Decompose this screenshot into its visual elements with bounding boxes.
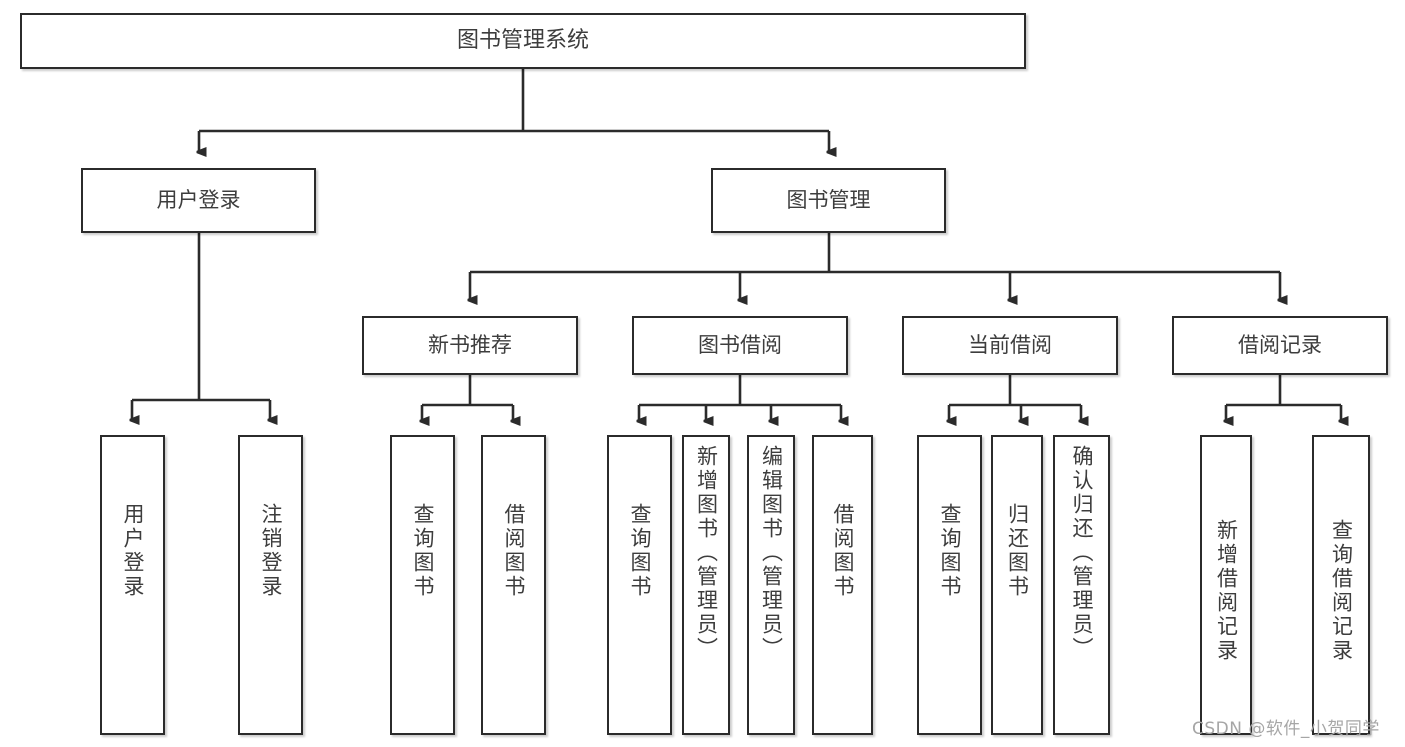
leaf-confirm-return-admin[interactable]: 确认归还（管理员） (1053, 435, 1110, 735)
node-new-book-recommend[interactable]: 新书推荐 (362, 316, 578, 375)
node-root-label: 图书管理系统 (456, 28, 589, 54)
leaf-logout[interactable]: 注销登录 (238, 435, 303, 735)
leaf-query-book-current-label: 查询图书 (938, 503, 962, 599)
leaf-query-borrow-record[interactable]: 查询借阅记录 (1312, 435, 1370, 735)
leaf-add-book-admin-label: 新增图书（管理员） (694, 445, 719, 661)
leaf-logout-label: 注销登录 (259, 503, 283, 599)
leaf-query-book-recommend[interactable]: 查询图书 (390, 435, 455, 735)
leaf-query-book-borrow-label: 查询图书 (628, 503, 652, 599)
leaf-user-login[interactable]: 用户登录 (100, 435, 165, 735)
leaf-return-book[interactable]: 归还图书 (991, 435, 1043, 735)
node-book-borrow-label: 图书借阅 (698, 333, 782, 358)
leaf-return-book-label: 归还图书 (1005, 503, 1030, 599)
node-borrow-record[interactable]: 借阅记录 (1172, 316, 1388, 375)
leaf-user-login-label: 用户登录 (121, 503, 145, 599)
node-current-borrow-label: 当前借阅 (968, 333, 1052, 358)
node-user-login-label: 用户登录 (156, 188, 241, 213)
leaf-borrow-book-recommend[interactable]: 借阅图书 (481, 435, 546, 735)
leaf-query-borrow-record-label: 查询借阅记录 (1329, 519, 1354, 663)
leaf-add-borrow-record-label: 新增借阅记录 (1214, 519, 1239, 663)
node-user-login[interactable]: 用户登录 (81, 168, 316, 233)
node-book-management[interactable]: 图书管理 (711, 168, 946, 233)
node-borrow-record-label: 借阅记录 (1238, 333, 1322, 358)
leaf-query-book-borrow[interactable]: 查询图书 (607, 435, 672, 735)
leaf-confirm-return-admin-label: 确认归还（管理员） (1070, 445, 1094, 661)
leaf-borrow-book-label: 借阅图书 (831, 503, 855, 599)
node-new-book-recommend-label: 新书推荐 (428, 333, 512, 358)
leaf-edit-book-admin-label: 编辑图书（管理员） (759, 445, 784, 661)
csdn-watermark: CSDN @软件_小贺同学 (1192, 719, 1380, 739)
leaf-borrow-book-recommend-label: 借阅图书 (502, 503, 526, 599)
leaf-edit-book-admin[interactable]: 编辑图书（管理员） (747, 435, 795, 735)
node-book-borrow[interactable]: 图书借阅 (632, 316, 848, 375)
node-root[interactable]: 图书管理系统 (20, 13, 1026, 69)
node-current-borrow[interactable]: 当前借阅 (902, 316, 1118, 375)
leaf-borrow-book[interactable]: 借阅图书 (812, 435, 873, 735)
leaf-query-book-current[interactable]: 查询图书 (917, 435, 982, 735)
node-book-management-label: 图书管理 (786, 188, 871, 213)
leaf-add-book-admin[interactable]: 新增图书（管理员） (682, 435, 730, 735)
leaf-add-borrow-record[interactable]: 新增借阅记录 (1200, 435, 1252, 735)
leaf-query-book-recommend-label: 查询图书 (411, 503, 435, 599)
